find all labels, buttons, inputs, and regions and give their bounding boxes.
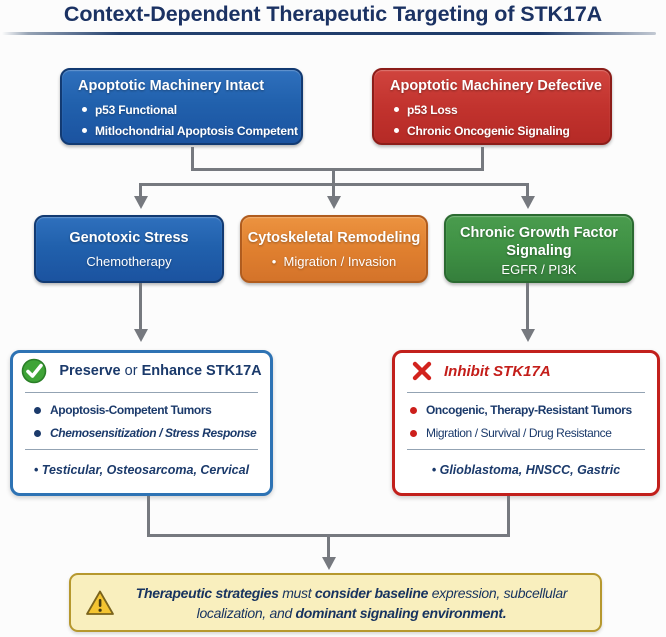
bullet-dot xyxy=(34,406,41,414)
bullet-dot xyxy=(82,128,87,133)
node-genotoxic-stress: Genotoxic Stress Chemotherapy xyxy=(34,215,224,283)
bullet-text: Chronic Oncogenic Signaling xyxy=(407,123,570,138)
connector-line xyxy=(191,147,194,170)
node-subtitle: Chemotherapy xyxy=(86,254,172,269)
bullet-item: Oncogenic, Therapy-Resistant Tumors xyxy=(395,399,657,421)
connector-line xyxy=(507,496,510,537)
note-line-2: localization, and dominant signaling env… xyxy=(196,605,507,621)
outcome-inhibit-box: Inhibit STK17A Oncogenic, Therapy-Resist… xyxy=(392,350,660,496)
bullet-dot xyxy=(34,429,41,437)
bullet-item: p53 Functional xyxy=(78,99,293,120)
divider xyxy=(407,449,645,450)
node-apoptotic-intact: Apoptotic Machinery Intact p53 Functiona… xyxy=(60,68,303,145)
node-title: Apoptotic Machinery Defective xyxy=(390,78,602,94)
arrowhead-down-icon xyxy=(326,196,341,209)
divider xyxy=(407,392,645,393)
node-title: Apoptotic Machinery Intact xyxy=(78,78,265,94)
bullet-item: Mitlochondrial Apoptosis Competent xyxy=(78,120,298,141)
node-subtitle: EGFR / PI3K xyxy=(501,262,577,277)
bullet-dot xyxy=(394,107,399,112)
connector-line xyxy=(191,168,484,171)
divider xyxy=(25,449,258,450)
check-circle-icon xyxy=(22,358,47,384)
divider xyxy=(25,392,258,393)
connector-line xyxy=(139,283,142,329)
bullet-text: Migration / Invasion xyxy=(283,254,397,269)
outcome-footer: • Testicular, Osteosarcoma, Cervical xyxy=(33,463,250,477)
connector-line xyxy=(327,534,330,557)
note-text: Therapeutic strategies must consider bas… xyxy=(115,583,588,623)
connector-line xyxy=(332,168,335,185)
bullet-text: Migration / Survival / Drug Resistance xyxy=(426,426,612,440)
arrowhead-down-icon xyxy=(520,196,535,209)
bullet-item: Migration / Survival / Drug Resistance xyxy=(395,422,657,444)
bullet-dot xyxy=(410,406,417,414)
node-title: Cytoskeletal Remodeling xyxy=(247,230,421,246)
bullet-item: Apoptosis-Competent Tumors xyxy=(13,399,270,421)
bullet-text: p53 Functional xyxy=(95,102,177,117)
bullet-item: p53 Loss xyxy=(390,99,602,120)
bullet-text: Oncogenic, Therapy-Resistant Tumors xyxy=(426,403,632,417)
bullet-item: Chronic Oncogenic Signaling xyxy=(390,120,602,141)
outcome-header: Preserve or Enhance STK17A xyxy=(13,356,270,386)
outcome-header: Inhibit STK17A xyxy=(395,356,657,386)
outcome-footer: • Glioblastoma, HNSCC, Gastric xyxy=(431,463,621,477)
warning-triangle-icon xyxy=(86,590,114,615)
connector-line xyxy=(332,183,335,197)
title-underline xyxy=(2,32,656,35)
note-box: Therapeutic strategies must consider bas… xyxy=(69,573,602,632)
x-mark-icon xyxy=(412,361,432,381)
note-line-1: Therapeutic strategies must consider bas… xyxy=(135,585,568,601)
bullet-text: Chemosensitization / Stress Response xyxy=(50,426,257,440)
node-cytoskeletal-remodeling: Cytoskeletal Remodeling • Migration / In… xyxy=(240,215,428,283)
node-bullet: • Migration / Invasion xyxy=(242,254,426,269)
arrowhead-down-icon xyxy=(520,329,535,342)
outcome-preserve-box: Preserve or Enhance STK17A Apoptosis-Com… xyxy=(10,350,273,496)
node-apoptotic-defective: Apoptotic Machinery Defective p53 Loss C… xyxy=(372,68,612,145)
bullet-text: Apoptosis-Competent Tumors xyxy=(50,403,212,417)
bullet-dot xyxy=(82,107,87,112)
connector-line xyxy=(481,147,484,170)
bullet-text: p53 Loss xyxy=(407,102,458,117)
outcome-title: Inhibit STK17A xyxy=(444,362,551,380)
connector-line xyxy=(526,183,529,197)
bullet-dot xyxy=(410,429,417,437)
bullet-text: Mitlochondrial Apoptosis Competent xyxy=(95,123,298,138)
bullet-dot xyxy=(394,128,399,133)
arrowhead-down-icon xyxy=(321,557,336,570)
arrowhead-down-icon xyxy=(133,196,148,209)
connector-line xyxy=(147,496,150,537)
outcome-title: Preserve or Enhance STK17A xyxy=(59,363,262,379)
connector-line xyxy=(139,183,142,197)
bullet-dot: • xyxy=(271,254,284,269)
node-title: Genotoxic Stress xyxy=(69,230,189,246)
page-title: Context-Dependent Therapeutic Targeting … xyxy=(63,2,603,26)
bullet-item: Chemosensitization / Stress Response xyxy=(13,422,270,444)
arrowhead-down-icon xyxy=(133,329,148,342)
connector-line xyxy=(526,283,529,329)
